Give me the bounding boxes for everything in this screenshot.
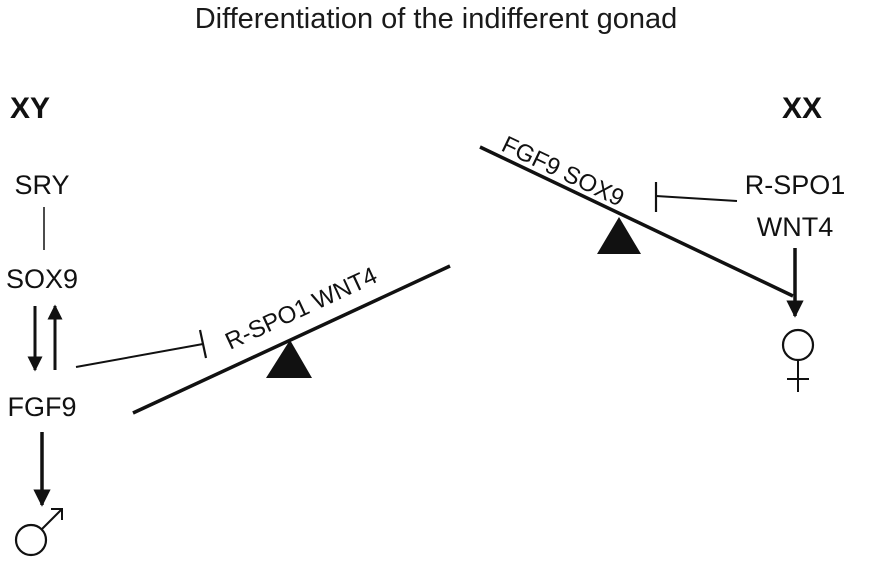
left-fulcrum-icon [266, 340, 312, 378]
female-inhibition-line [654, 182, 738, 212]
fgf9-label: FGF9 [7, 392, 76, 422]
left-balance: R-SPO1 WNT4 [132, 262, 451, 415]
right-balance-beam [479, 145, 794, 298]
diagram-title: Differentiation of the indifferent gonad [195, 3, 678, 35]
wnt4-label: WNT4 [757, 212, 834, 242]
left-balance-beam [132, 264, 451, 415]
sox9-label: SOX9 [6, 264, 78, 294]
right-beam-label: FGF9 SOX9 [497, 131, 628, 212]
male-symbol-icon [14, 508, 63, 557]
right-balance: FGF9 SOX9 [479, 131, 794, 298]
female-symbol-icon [781, 328, 815, 392]
male-inhibition-line [75, 329, 208, 368]
rspo1-label: R-SPO1 [745, 170, 846, 200]
xx-header: XX [782, 92, 822, 125]
xy-header: XY [10, 92, 50, 125]
sry-label: SRY [14, 170, 69, 200]
right-fulcrum-icon [597, 217, 641, 254]
